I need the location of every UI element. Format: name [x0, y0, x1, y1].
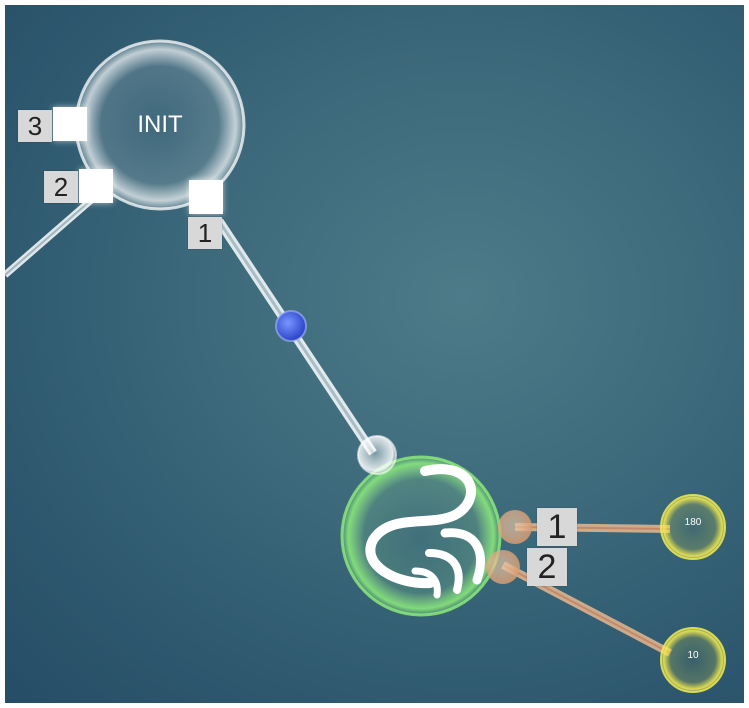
- action-port-2-label: 2: [527, 548, 567, 586]
- swirl-icon: [365, 464, 485, 599]
- action-output-port-1[interactable]: [498, 510, 532, 544]
- action-node[interactable]: [340, 455, 502, 617]
- init-port-1-label: 1: [188, 217, 222, 249]
- init-node-label: INIT: [137, 111, 183, 138]
- action-port-1-label: 1: [537, 508, 577, 546]
- value-node-10[interactable]: [660, 627, 726, 693]
- init-port-3[interactable]: [53, 107, 87, 141]
- value-node-180-label: 180: [684, 517, 702, 528]
- link-connector-dot[interactable]: [275, 310, 307, 342]
- value-node-180[interactable]: [660, 494, 726, 560]
- init-port-3-label: 3: [18, 110, 52, 142]
- link-init-2-offscreen: [5, 192, 100, 278]
- value-node-10-label: 10: [687, 650, 699, 661]
- init-port-2[interactable]: [79, 169, 113, 203]
- init-port-2-label: 2: [44, 171, 78, 203]
- node-canvas[interactable]: INIT 3 2 1 1 2 180 10: [5, 5, 744, 703]
- init-port-1[interactable]: [189, 180, 223, 214]
- action-output-port-2[interactable]: [486, 550, 520, 584]
- action-input-port[interactable]: [357, 435, 397, 475]
